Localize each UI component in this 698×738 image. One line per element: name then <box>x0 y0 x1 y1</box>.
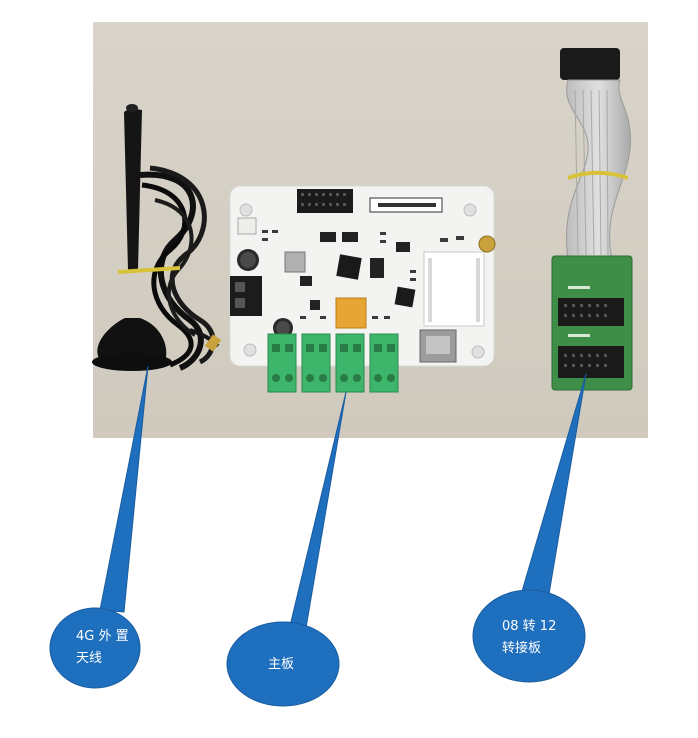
callout-mainboard-line-1: 主板 <box>268 657 295 672</box>
callout-adapter-text: 08 转 12 转接板 <box>502 618 556 658</box>
callout-antenna-text: 4G 外 置 天线 <box>76 628 129 668</box>
callout-mainboard-text: 主板 <box>268 656 294 674</box>
callout-antenna <box>49 365 149 689</box>
terminal-blocks <box>267 333 399 393</box>
callout-adapter-line-2: 转接板 <box>502 641 542 656</box>
callout-adapter-line-1: 08 转 12 <box>502 619 557 634</box>
callout-mainboard <box>226 391 347 707</box>
callout-antenna-line-2: 天线 <box>76 651 103 666</box>
callout-antenna-line-1: 4G 外 置 <box>76 629 129 644</box>
callout-adapter <box>472 373 587 683</box>
main-board <box>229 185 496 393</box>
antenna-4g <box>92 104 222 371</box>
adapter-board <box>551 48 633 391</box>
